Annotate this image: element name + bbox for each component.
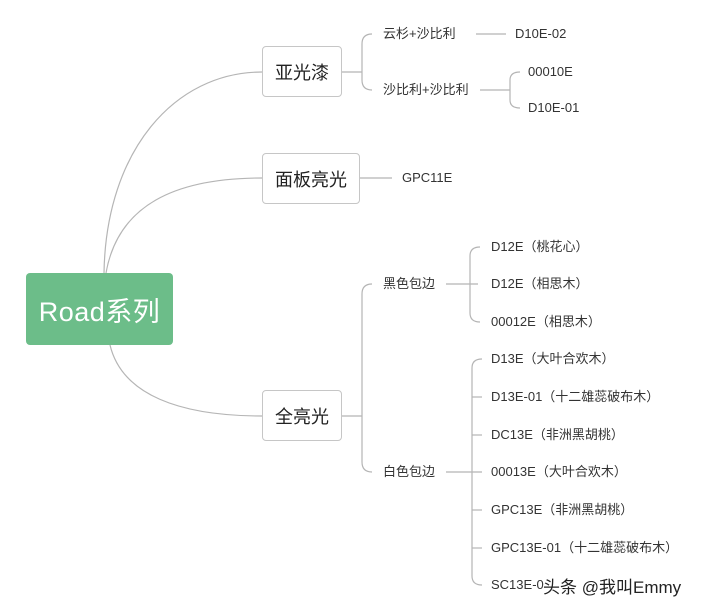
link-root-to-panel-gloss [105,177,263,274]
root-node-label: Road系列 [38,296,161,327]
link-root-to-matte [103,71,263,274]
bracket-black-edge [469,246,481,323]
root-node: Road系列 [26,273,173,345]
leaf-node: 00012E（相思木） [491,314,601,329]
branch-node-label: 亚光漆 [275,62,329,83]
leaf-node: D10E-02 [515,26,567,41]
leaf-node: SC13E-0 [491,577,544,592]
leaf-node: D10E-01 [528,100,580,115]
sub-node-spruce-sapele: 云杉+沙比利 [383,26,456,41]
sub-node-black-edge: 黑色包边 [383,276,436,291]
leaf-node: GPC11E [402,170,453,185]
bracket-sapele [509,71,521,109]
sub-node-sapele-sapele: 沙比利+沙比利 [383,82,469,97]
branch-node-label: 全亮光 [275,406,329,427]
leaf-node: D13E（大叶合欢木） [491,351,615,366]
leaf-node: D12E（相思木） [491,276,589,291]
leaf-node: GPC13E（非洲黑胡桃） [491,502,634,517]
bracket-matte [361,33,373,91]
branch-node-label: 面板亮光 [275,169,347,190]
watermark: 头条 @我叫Emmy [543,578,682,597]
branch-node-full-gloss: 全亮光 [262,390,342,441]
bracket-full-gloss [361,283,373,473]
leaf-node: D12E（桃花心） [491,239,589,254]
leaf-node: D13E-01（十二雄蕊破布木） [491,389,660,404]
leaf-node: GPC13E-01（十二雄蕊破布木） [491,540,679,555]
leaf-node: DC13E（非洲黑胡桃） [491,427,624,442]
branch-node-panel-gloss: 面板亮光 [262,153,360,204]
leaf-node: 00010E [528,64,573,79]
sub-node-white-edge: 白色包边 [383,464,436,479]
leaf-node: 00013E（大叶合欢木） [491,464,627,479]
bracket-white-edge [471,358,483,586]
branch-node-matte: 亚光漆 [262,46,342,97]
link-root-to-full-gloss [109,344,263,417]
